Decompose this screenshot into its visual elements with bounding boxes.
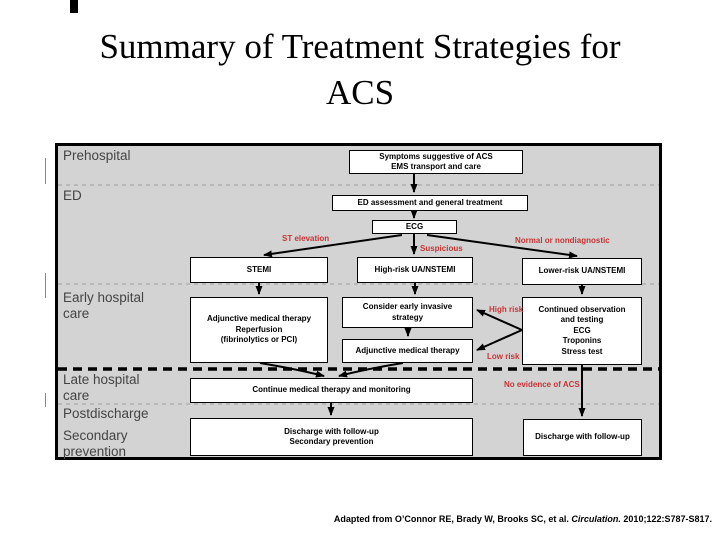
box-continue-therapy: Continue medical therapy and monitoring bbox=[190, 378, 473, 403]
arrow-adjunctivemedical-to-continue bbox=[338, 362, 404, 378]
box-high-risk-line1: High-risk UA/NSTEMI bbox=[374, 264, 456, 274]
box-symptoms-line1: Symptoms suggestive of ACS bbox=[379, 151, 493, 161]
box-lower-risk-line1: Lower-risk UA/NSTEMI bbox=[538, 266, 626, 276]
box-consider-invasive: Consider early invasive strategy bbox=[342, 297, 473, 328]
edge-label-suspicious: Suspicious bbox=[420, 244, 463, 253]
box-continued-observation: Continued observation and testing ECG Tr… bbox=[522, 297, 642, 365]
slide-accent-bar bbox=[70, 0, 78, 13]
box-continued-observation-line3: ECG bbox=[573, 325, 591, 335]
left-tick-mark bbox=[45, 273, 46, 298]
flowchart-panel: Prehospital ED Early hospital care Late … bbox=[55, 143, 662, 460]
edge-label-no-evidence-acs: No evidence of ACS bbox=[504, 380, 580, 389]
box-continued-observation-line1: Continued observation bbox=[538, 304, 626, 314]
box-adjunctive-reperfusion-line2: Reperfusion bbox=[235, 324, 283, 334]
phase-label-secondary-prevention: Secondary prevention bbox=[63, 428, 128, 459]
box-stemi: STEMI bbox=[190, 257, 328, 283]
citation-suffix: 2010;122:S787-S817. bbox=[620, 514, 712, 524]
box-lower-risk-ua-nstemi: Lower-risk UA/NSTEMI bbox=[522, 258, 642, 285]
citation: Adapted from O’Connor RE, Brady W, Brook… bbox=[0, 514, 712, 524]
box-continued-observation-line5: Stress test bbox=[561, 346, 603, 356]
slide-title: Summary of Treatment Strategies for ACS bbox=[0, 24, 720, 116]
edge-label-st-elevation: ST elevation bbox=[282, 234, 330, 243]
box-adjunctive-reperfusion-line3: (fibrinolytics or PCI) bbox=[220, 335, 298, 345]
edge-label-low-risk: Low risk bbox=[487, 352, 520, 361]
flow-arrows-svg bbox=[58, 174, 659, 417]
box-discharge-secondary: Discharge with follow-up Secondary preve… bbox=[190, 418, 473, 456]
box-continued-observation-line4: Troponins bbox=[562, 336, 602, 346]
edge-label-normal-nondiagnostic: Normal or nondiagnostic bbox=[515, 236, 610, 245]
phase-label-late-hospital-care: Late hospital care bbox=[63, 372, 140, 403]
box-ed-assessment: ED assessment and general treatment bbox=[332, 195, 528, 211]
box-stemi-line1: STEMI bbox=[246, 264, 272, 274]
left-tick-mark bbox=[45, 393, 46, 407]
citation-prefix: Adapted from O’Connor RE, Brady W, Brook… bbox=[333, 514, 572, 524]
box-ecg-line1: ECG bbox=[405, 221, 424, 231]
phase-label-prehospital: Prehospital bbox=[63, 148, 131, 163]
box-adjunctive-reperfusion: Adjunctive medical therapy Reperfusion (… bbox=[190, 297, 328, 363]
slide-title-line2: ACS bbox=[325, 73, 395, 112]
arrow-adjunctive-to-continue bbox=[259, 362, 325, 378]
box-adjunctive-reperfusion-line1: Adjunctive medical therapy bbox=[206, 314, 312, 324]
box-discharge-secondary-line2: Secondary prevention bbox=[289, 437, 374, 446]
box-discharge-secondary-line1: Discharge with follow-up bbox=[284, 426, 379, 436]
slide-title-line1: Summary of Treatment Strategies for bbox=[99, 27, 621, 66]
phase-label-ed: ED bbox=[63, 188, 82, 203]
box-continue-therapy-line1: Continue medical therapy and monitoring bbox=[252, 385, 411, 395]
box-consider-invasive-line1: Consider early invasive bbox=[362, 302, 453, 311]
left-tick-mark bbox=[45, 158, 46, 184]
box-adjunctive-medical: Adjunctive medical therapy bbox=[342, 339, 473, 363]
arrow-observation-to-invasive-highrisk bbox=[476, 309, 523, 331]
box-ed-assessment-line1: ED assessment and general treatment bbox=[357, 197, 503, 207]
edge-label-high-risk: High risk bbox=[489, 305, 524, 314]
box-continued-observation-line2: and testing bbox=[560, 315, 604, 325]
phase-label-postdischarge: Postdischarge bbox=[63, 406, 149, 421]
citation-journal: Circulation. bbox=[571, 514, 621, 524]
box-adjunctive-medical-line1: Adjunctive medical therapy bbox=[355, 345, 460, 355]
box-discharge-followup: Discharge with follow-up bbox=[523, 419, 642, 456]
box-symptoms: Symptoms suggestive of ACS EMS transport… bbox=[349, 150, 523, 174]
arrow-ecg-to-lowerrisk bbox=[426, 234, 578, 259]
box-ecg: ECG bbox=[372, 220, 457, 234]
box-symptoms-line2: EMS transport and care bbox=[391, 162, 481, 171]
arrow-ecg-to-stemi bbox=[263, 234, 403, 258]
box-consider-invasive-line2: strategy bbox=[391, 312, 424, 322]
box-high-risk-ua-nstemi: High-risk UA/NSTEMI bbox=[357, 257, 473, 283]
phase-label-early-hospital-care: Early hospital care bbox=[63, 290, 145, 321]
arrow-observation-to-adjunctive-lowrisk bbox=[476, 329, 523, 351]
box-discharge-followup-line1: Discharge with follow-up bbox=[535, 432, 630, 442]
